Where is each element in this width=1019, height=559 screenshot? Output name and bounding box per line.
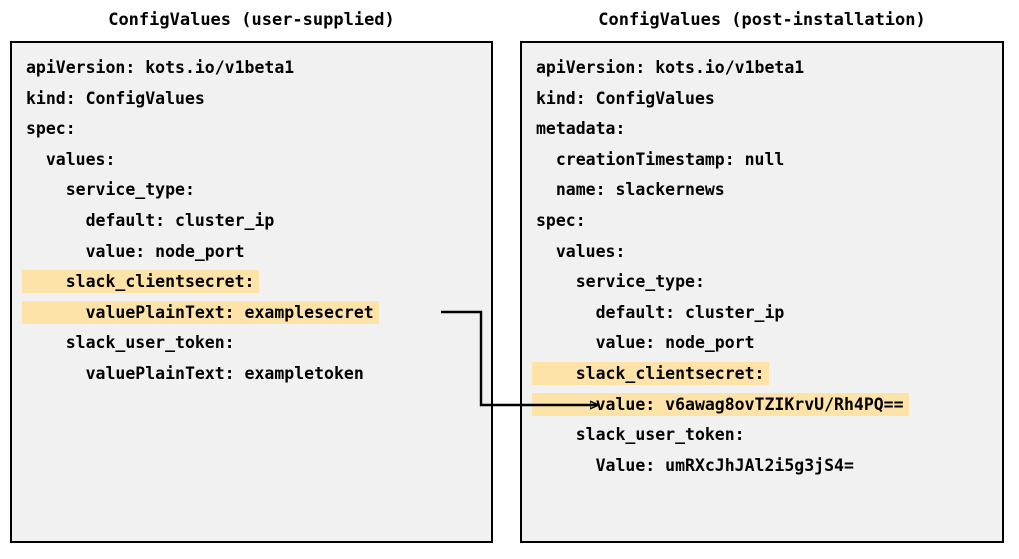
yaml-line-text: valuePlainText: exampletoken (26, 363, 364, 383)
yaml-line-text: value: v6awag8ovTZIKrvU/Rh4PQ== (534, 392, 906, 416)
yaml-line: spec: (12, 114, 491, 145)
yaml-line-text: apiVersion: kots.io/v1beta1 (26, 58, 295, 77)
yaml-line: kind: ConfigValues (12, 84, 491, 115)
yaml-line: slack_user_token: (12, 328, 491, 359)
yaml-line-text: apiVersion: kots.io/v1beta1 (536, 58, 805, 77)
yaml-line-text: slack_user_token: (26, 333, 235, 353)
yaml-line: values: (12, 145, 491, 176)
yaml-line: apiVersion: kots.io/v1beta1 (12, 53, 491, 84)
yaml-line-text: slack_clientsecret: (24, 270, 257, 294)
yaml-line: default: cluster_ip (12, 206, 491, 237)
yaml-line: valuePlainText: examplesecret (12, 298, 491, 329)
yaml-line: name: slackernews (522, 175, 1002, 206)
yaml-line: slack_clientsecret: (522, 359, 1002, 390)
yaml-line-text: value: node_port (26, 241, 245, 261)
yaml-line-text: spec: (536, 210, 586, 230)
yaml-line-text: spec: (26, 119, 76, 139)
yaml-line: metadata: (522, 114, 1002, 145)
right-panel-title: ConfigValues (post-installation) (598, 10, 926, 30)
yaml-line-text: valuePlainText: examplesecret (24, 300, 376, 324)
yaml-line-text: slack_user_token: (536, 425, 745, 445)
yaml-line-text: default: cluster_ip (26, 210, 275, 230)
yaml-line: apiVersion: kots.io/v1beta1 (522, 53, 1002, 84)
right-config-panel: apiVersion: kots.io/v1beta1 kind: ConfigV… (520, 41, 1004, 543)
yaml-line: creationTimestamp: null (522, 145, 1002, 176)
yaml-line: default: cluster_ip (522, 298, 1002, 329)
yaml-line-text: values: (536, 241, 626, 261)
yaml-line: value: node_port (522, 328, 1002, 359)
yaml-line-text: name: slackernews (536, 180, 725, 200)
left-yaml-block: apiVersion: kots.io/v1beta1 kind: ConfigV… (12, 53, 491, 390)
yaml-line: service_type: (12, 175, 491, 206)
yaml-line-text: kind: ConfigValues (26, 88, 205, 108)
yaml-line: spec: (522, 206, 1002, 237)
yaml-line-text: kind: ConfigValues (536, 88, 715, 108)
yaml-line-text: Value: umRXcJhJAl2i5g3jS4= (536, 455, 854, 475)
yaml-line-text: service_type: (536, 272, 705, 292)
yaml-line-text: value: node_port (536, 333, 755, 353)
yaml-line: Value: umRXcJhJAl2i5g3jS4= (522, 451, 1002, 482)
yaml-line-text: creationTimestamp: null (536, 149, 785, 169)
yaml-line: values: (522, 237, 1002, 268)
yaml-line: value: v6awag8ovTZIKrvU/Rh4PQ== (522, 390, 1002, 421)
yaml-line: valuePlainText: exampletoken (12, 359, 491, 390)
yaml-line: value: node_port (12, 237, 491, 268)
yaml-line: slack_clientsecret: (12, 267, 491, 298)
left-panel-title: ConfigValues (user-supplied) (108, 10, 395, 30)
yaml-line-text: default: cluster_ip (536, 302, 785, 322)
yaml-line-text: metadata: (536, 119, 626, 139)
left-config-panel: apiVersion: kots.io/v1beta1 kind: ConfigV… (10, 41, 493, 543)
right-yaml-block: apiVersion: kots.io/v1beta1 kind: ConfigV… (522, 53, 1002, 481)
yaml-line-text: slack_clientsecret: (534, 361, 767, 385)
yaml-line-text: values: (26, 149, 116, 169)
yaml-line: service_type: (522, 267, 1002, 298)
yaml-line: kind: ConfigValues (522, 84, 1002, 115)
yaml-line: slack_user_token: (522, 420, 1002, 451)
yaml-line-text: service_type: (26, 180, 195, 200)
